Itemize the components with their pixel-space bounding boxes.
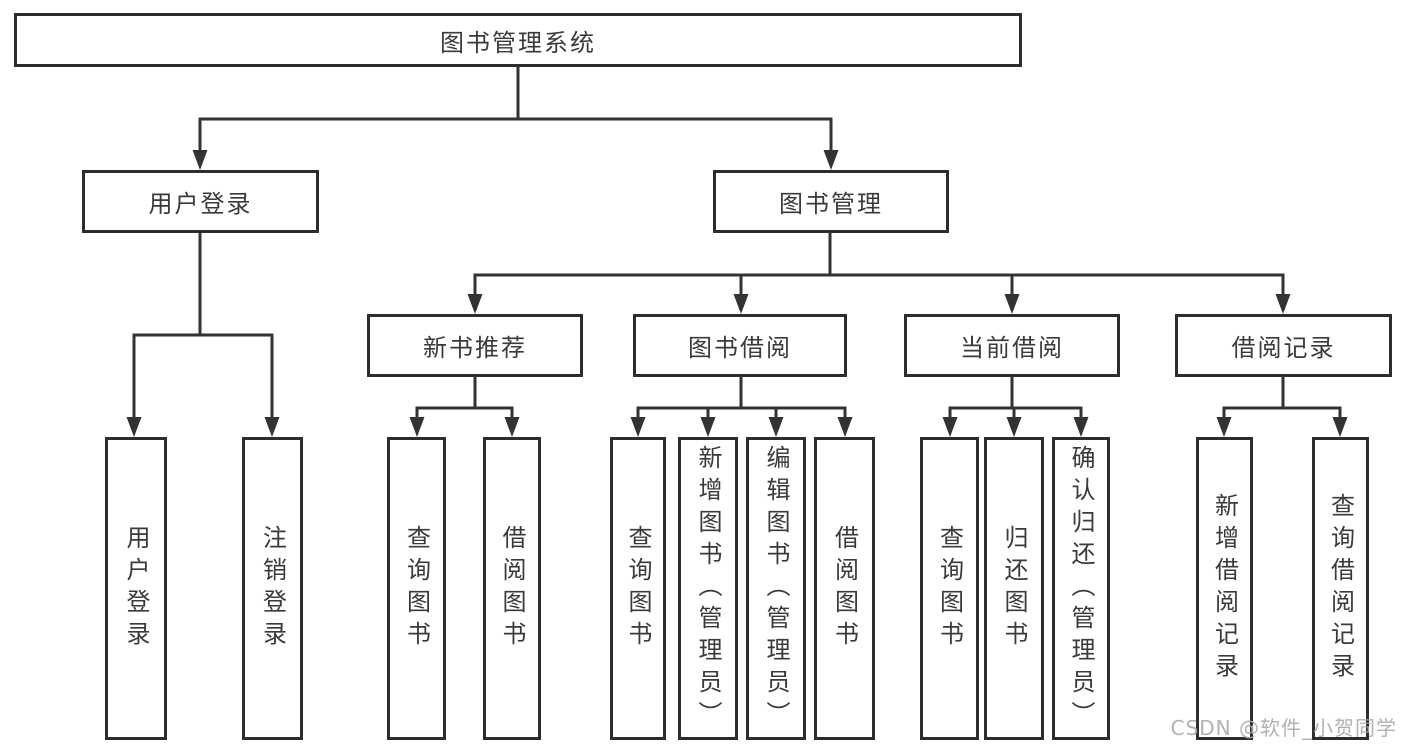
leaf-records-query-record: 查询借阅记录 (1312, 437, 1369, 740)
node-current-borrowing-label: 当前借阅 (960, 334, 1064, 362)
leaf-records-query-record-label: 查询借阅记录 (1326, 492, 1355, 685)
node-book-management-label: 图书管理 (779, 190, 883, 218)
leaf-records-add-record-label: 新增借阅记录 (1210, 492, 1239, 685)
node-root-label: 图书管理系统 (440, 28, 596, 57)
leaf-borrow-query-books-label: 查询图书 (624, 524, 652, 653)
leaf-borrow-borrow-books-label: 借阅图书 (830, 524, 859, 653)
leaf-current-query-books-label: 查询图书 (935, 524, 964, 653)
node-user-login: 用户登录 (82, 170, 319, 233)
node-book-borrowing: 图书借阅 (633, 314, 847, 377)
leaf-borrow-add-books-admin-label: 新增图书（管理员） (694, 444, 722, 733)
node-new-book-recommend-label: 新书推荐 (423, 334, 527, 362)
leaf-newbook-query-books-label: 查询图书 (402, 524, 431, 653)
node-root: 图书管理系统 (14, 13, 1022, 67)
leaf-current-confirm-return-admin-label: 确认归还（管理员） (1067, 444, 1095, 733)
leaf-records-add-record: 新增借阅记录 (1196, 437, 1253, 740)
leaf-current-return-books: 归还图书 (984, 437, 1044, 740)
node-book-borrowing-label: 图书借阅 (688, 334, 792, 362)
node-new-book-recommend: 新书推荐 (367, 314, 583, 377)
leaf-current-return-books-label: 归还图书 (1000, 524, 1028, 653)
leaf-borrow-borrow-books: 借阅图书 (814, 437, 875, 740)
node-book-management: 图书管理 (713, 170, 949, 233)
leaf-borrow-query-books: 查询图书 (610, 437, 666, 740)
node-borrowing-records-label: 借阅记录 (1231, 334, 1336, 362)
leaf-current-query-books: 查询图书 (920, 437, 979, 740)
leaf-newbook-borrow-books-label: 借阅图书 (498, 524, 526, 653)
leaf-user-login: 用户登录 (105, 437, 167, 740)
leaf-borrow-edit-books-admin: 编辑图书（管理员） (746, 437, 806, 740)
leaf-borrow-edit-books-admin-label: 编辑图书（管理员） (762, 444, 790, 733)
node-user-login-label: 用户登录 (148, 190, 253, 218)
leaf-logout-label: 注销登录 (258, 524, 287, 653)
leaf-newbook-borrow-books: 借阅图书 (483, 437, 541, 740)
leaf-current-confirm-return-admin: 确认归还（管理员） (1052, 437, 1110, 740)
leaf-logout: 注销登录 (242, 437, 303, 740)
node-borrowing-records: 借阅记录 (1175, 314, 1392, 377)
node-current-borrowing: 当前借阅 (904, 314, 1120, 377)
csdn-watermark: CSDN @软件_小贺同学 (1170, 716, 1397, 740)
leaf-user-login-label: 用户登录 (122, 524, 150, 653)
leaf-borrow-add-books-admin: 新增图书（管理员） (678, 437, 738, 740)
leaf-newbook-query-books: 查询图书 (387, 437, 446, 740)
